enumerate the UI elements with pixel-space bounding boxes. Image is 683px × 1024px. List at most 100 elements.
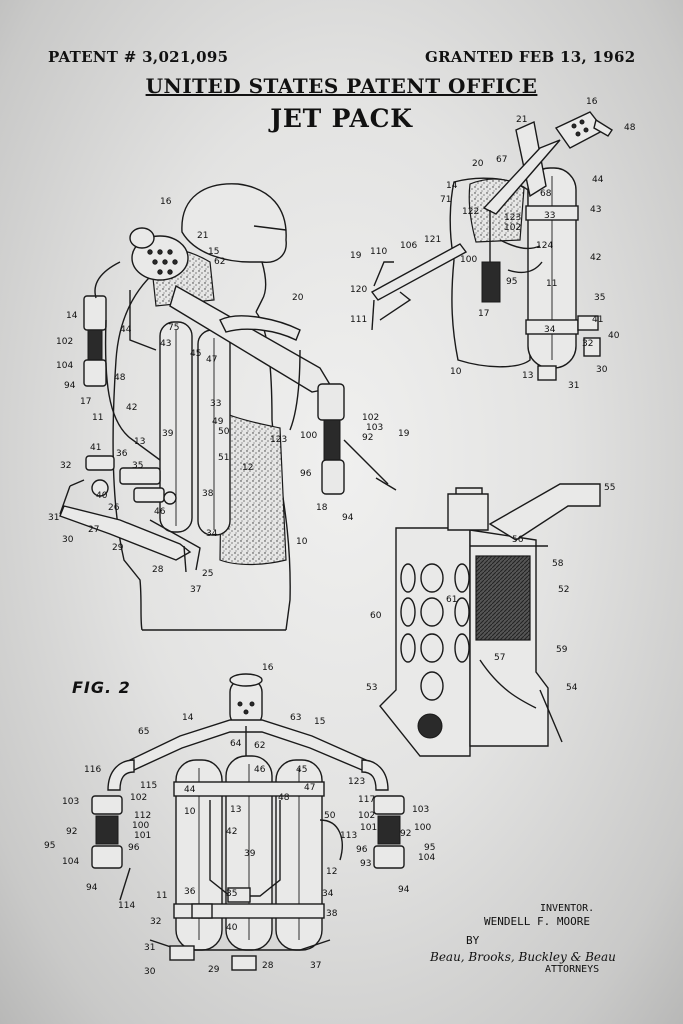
svg-text:14: 14 — [182, 713, 194, 723]
svg-text:30: 30 — [144, 967, 156, 977]
figure-2-reference-numerals: 16 65 14 64 62 63 15 116 115 102 112 100… — [44, 663, 435, 977]
svg-text:13: 13 — [134, 437, 145, 447]
svg-text:95: 95 — [506, 277, 517, 287]
svg-text:50: 50 — [218, 427, 230, 437]
svg-text:60: 60 — [370, 611, 382, 621]
svg-text:21: 21 — [516, 115, 527, 125]
svg-text:96: 96 — [356, 845, 368, 855]
svg-text:16: 16 — [160, 197, 172, 207]
svg-text:27: 27 — [88, 525, 99, 535]
grant-date: GRANTED FEB 13, 1962 — [425, 48, 636, 66]
svg-text:102: 102 — [504, 223, 521, 233]
svg-text:39: 39 — [244, 849, 256, 859]
svg-text:58: 58 — [552, 559, 564, 569]
svg-text:56: 56 — [512, 535, 524, 545]
svg-text:103: 103 — [366, 423, 383, 433]
svg-text:102: 102 — [362, 413, 379, 423]
patent-number: PATENT # 3,021,095 — [48, 48, 229, 66]
svg-text:102: 102 — [358, 811, 375, 821]
svg-text:29: 29 — [208, 965, 220, 975]
svg-text:53: 53 — [366, 683, 377, 693]
svg-text:62: 62 — [254, 741, 265, 751]
svg-text:65: 65 — [138, 727, 149, 737]
svg-text:92: 92 — [66, 827, 77, 837]
svg-text:13: 13 — [522, 371, 533, 381]
svg-text:36: 36 — [116, 449, 128, 459]
svg-text:123: 123 — [504, 213, 521, 223]
svg-text:16: 16 — [262, 663, 274, 673]
svg-text:35: 35 — [594, 293, 605, 303]
svg-text:62: 62 — [214, 257, 225, 267]
svg-text:10: 10 — [184, 807, 196, 817]
svg-text:67: 67 — [496, 155, 507, 165]
svg-text:111: 111 — [350, 315, 367, 325]
svg-text:51: 51 — [218, 453, 229, 463]
svg-text:110: 110 — [370, 247, 387, 257]
svg-text:31: 31 — [144, 943, 155, 953]
svg-text:49: 49 — [212, 417, 224, 427]
svg-text:42: 42 — [590, 253, 601, 263]
svg-text:11: 11 — [546, 279, 557, 289]
inventor-name: WENDELL F. MOORE — [484, 915, 590, 928]
svg-text:37: 37 — [190, 585, 201, 595]
svg-text:100: 100 — [132, 821, 149, 831]
svg-text:104: 104 — [418, 853, 435, 863]
svg-text:92: 92 — [362, 433, 373, 443]
svg-text:41: 41 — [592, 315, 603, 325]
svg-text:71: 71 — [440, 195, 451, 205]
svg-text:50: 50 — [324, 811, 336, 821]
svg-text:31: 31 — [568, 381, 579, 391]
svg-text:124: 124 — [536, 241, 553, 251]
svg-text:117: 117 — [358, 795, 375, 805]
svg-text:45: 45 — [296, 765, 307, 775]
figure-3-drawing: 16 48 21 67 20 14 71 122 123 102 68 44 3… — [350, 97, 636, 391]
svg-text:59: 59 — [556, 645, 568, 655]
svg-text:96: 96 — [300, 469, 312, 479]
figure-2-drawing: 16 65 14 64 62 63 15 116 115 102 112 100… — [44, 663, 435, 977]
svg-text:11: 11 — [92, 413, 103, 423]
svg-text:45: 45 — [190, 349, 201, 359]
svg-text:30: 30 — [62, 535, 74, 545]
svg-text:63: 63 — [290, 713, 301, 723]
svg-text:43: 43 — [590, 205, 601, 215]
svg-text:32: 32 — [582, 339, 593, 349]
svg-text:13: 13 — [230, 805, 241, 815]
svg-text:103: 103 — [62, 797, 79, 807]
svg-text:15: 15 — [314, 717, 325, 727]
figure-2-label: FIG. 2 — [72, 678, 131, 697]
figure-1-reference-numerals: 16 21 15 62 20 14 102 104 94 17 44 48 75… — [48, 197, 410, 595]
svg-text:102: 102 — [56, 337, 73, 347]
svg-text:20: 20 — [292, 293, 304, 303]
svg-text:44: 44 — [184, 785, 196, 795]
figure-4-reference-numerals: 55 56 58 61 52 60 57 59 53 54 — [366, 483, 615, 693]
svg-text:32: 32 — [150, 917, 161, 927]
svg-text:121: 121 — [424, 235, 441, 245]
svg-text:33: 33 — [210, 399, 221, 409]
svg-text:46: 46 — [154, 507, 166, 517]
svg-text:123: 123 — [348, 777, 365, 787]
svg-text:48: 48 — [114, 373, 126, 383]
svg-text:94: 94 — [64, 381, 76, 391]
svg-text:17: 17 — [478, 309, 489, 319]
svg-text:95: 95 — [44, 841, 55, 851]
svg-text:40: 40 — [96, 491, 108, 501]
svg-text:57: 57 — [494, 653, 505, 663]
svg-text:30: 30 — [596, 365, 608, 375]
svg-text:33: 33 — [544, 211, 555, 221]
svg-text:104: 104 — [56, 361, 73, 371]
svg-text:28: 28 — [152, 565, 164, 575]
svg-text:46: 46 — [254, 765, 266, 775]
svg-text:115: 115 — [140, 781, 157, 791]
svg-text:19: 19 — [350, 251, 362, 261]
svg-text:94: 94 — [86, 883, 98, 893]
svg-text:39: 39 — [162, 429, 174, 439]
svg-text:55: 55 — [604, 483, 615, 493]
svg-text:112: 112 — [134, 811, 151, 821]
svg-text:40: 40 — [608, 331, 620, 341]
svg-text:26: 26 — [108, 503, 120, 513]
svg-text:100: 100 — [300, 431, 317, 441]
svg-text:29: 29 — [112, 543, 124, 553]
patent-title: JET PACK — [270, 104, 413, 133]
svg-text:18: 18 — [316, 503, 328, 513]
svg-text:34: 34 — [322, 889, 334, 899]
